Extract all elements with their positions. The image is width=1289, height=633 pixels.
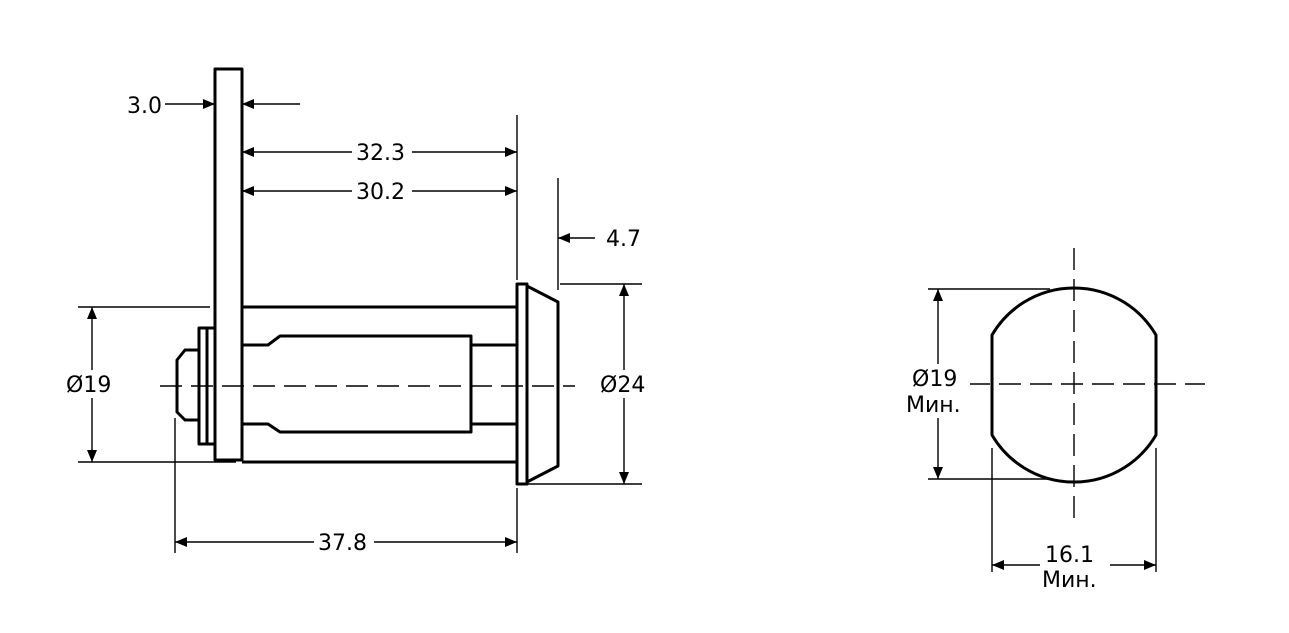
dim-body-dia-label: Ø19: [66, 373, 111, 398]
bezel-face: [526, 284, 560, 484]
rear-stem: [175, 348, 199, 422]
barrel-step: [471, 343, 517, 426]
dim-cutout-dia-note: Мин.: [906, 393, 961, 418]
dim-30-2-label: 30.2: [356, 180, 405, 205]
cutout-view: Ø19 Мин. 16.1 Мин.: [906, 248, 1205, 593]
dim-flat-width-label: 16.1: [1045, 543, 1094, 568]
dim-37-8-label: 37.8: [318, 531, 367, 556]
dim-32-3-label: 32.3: [356, 141, 405, 166]
cutout-profile: [990, 286, 1158, 484]
dim-3-0-label: 3.0: [127, 94, 162, 119]
dim-bezel-dia-label: Ø24: [600, 373, 645, 398]
lock-body: [242, 305, 517, 464]
dim-4-7-label: 4.7: [606, 227, 641, 252]
dim-flat-width-note: Мин.: [1042, 568, 1097, 593]
side-view: 3.0 32.3 30.2 4.7 Ø19 Ø24 37.8: [64, 67, 656, 556]
dim-cutout-dia-label: Ø19: [912, 367, 957, 392]
bezel-flange: [515, 282, 529, 486]
mounting-plate: [213, 67, 244, 462]
inner-barrel: [242, 334, 473, 434]
